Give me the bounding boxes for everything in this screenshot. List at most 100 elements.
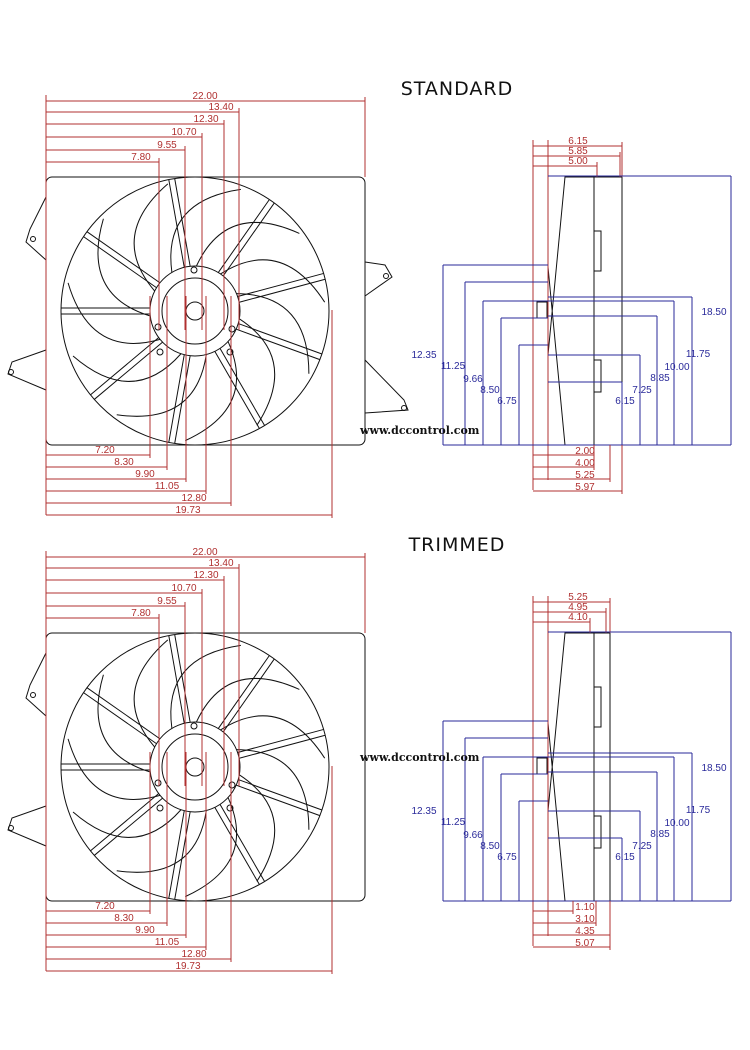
fan-blade (170, 644, 241, 729)
support-strut (236, 779, 323, 817)
motor-shaft (185, 301, 205, 321)
left-upper-tab-hole (30, 236, 36, 242)
side-height-dim-label: 11.75 (686, 349, 711, 360)
side-height-dim-label: 10.00 (664, 818, 689, 829)
motor-ring (149, 265, 241, 357)
fan-blade (185, 797, 237, 898)
fan-ring (60, 176, 330, 446)
side-height-dim-label: 7.25 (632, 841, 652, 852)
support-strut (168, 178, 191, 268)
side-height-dim-label: 8.50 (480, 385, 500, 396)
side-height-dim-label: 12.35 (411, 806, 436, 817)
front-bottom-dim-label: 8.30 (114, 457, 134, 468)
side-height-dim-label: 18.50 (701, 307, 726, 318)
side-height-dim-label: 12.35 (411, 350, 436, 361)
side-bottom-dim-label: 5.07 (575, 938, 595, 949)
side-height-dim-label: 8.85 (650, 373, 670, 384)
side-height-dim-label: 11.25 (441, 817, 466, 828)
side-bottom-dim-label: 2.00 (575, 446, 595, 457)
side-top-dim-label: 4.95 (568, 602, 588, 613)
support-strut (90, 793, 163, 856)
fan-blade (72, 353, 182, 382)
motor-bolt (226, 804, 234, 812)
side-profile-shroud (547, 632, 611, 902)
fan-blade (116, 810, 207, 873)
motor-hub (161, 733, 229, 801)
fan-blade (236, 293, 310, 374)
motor-ring (149, 721, 241, 813)
side-height-dim-label: 18.50 (701, 763, 726, 774)
front-top-dim-label: 7.80 (131, 608, 151, 619)
fan-blade (185, 341, 237, 442)
fan-blade (170, 188, 241, 273)
side-bottom-dim-label: 3.10 (575, 914, 595, 925)
left-lower-tab-hole (8, 369, 14, 375)
front-bottom-dim-label: 12.80 (181, 493, 206, 504)
front-top-dim-label: 12.30 (193, 570, 218, 581)
side-profile-shroud (547, 176, 623, 446)
fan-blade (67, 738, 161, 800)
support-strut (236, 323, 323, 361)
front-bottom-dim-label: 8.30 (114, 913, 134, 924)
side-height-dim-label: 10.00 (664, 362, 689, 373)
fan-blade (97, 218, 151, 317)
fan-blade (239, 318, 276, 426)
side-tab-lower (593, 359, 602, 393)
side-height-dim-label: 8.50 (480, 841, 500, 852)
support-strut (61, 307, 150, 315)
support-strut (237, 728, 326, 759)
fan-blade (195, 221, 300, 267)
motor-bolt (190, 722, 198, 730)
motor-bolt (156, 348, 164, 356)
front-top-dim-label: 9.55 (157, 596, 177, 607)
watermark: www.dccontrol.com (359, 424, 480, 437)
fan-blade (72, 809, 182, 838)
right-upper-tab-hole (383, 273, 389, 279)
side-top-dim-label: 5.85 (568, 146, 588, 157)
side-top-dim-label: 5.25 (568, 592, 588, 603)
side-height-dim-label: 6.15 (615, 396, 635, 407)
left-lower-tab (7, 349, 47, 391)
support-strut (90, 337, 163, 400)
front-top-dim-label: 9.55 (157, 140, 177, 151)
support-strut (217, 199, 275, 277)
fan-blade (67, 282, 161, 344)
front-bottom-dim-label: 11.05 (155, 937, 180, 948)
side-motor-shaft (536, 757, 548, 775)
left-upper-tab (25, 652, 47, 717)
front-top-dim-label: 13.40 (208, 558, 233, 569)
motor-bolt (190, 266, 198, 274)
side-height-dim-label: 7.25 (632, 385, 652, 396)
fan-blade (97, 674, 151, 773)
fan-blade (133, 639, 169, 748)
fan-blade (220, 259, 326, 303)
side-motor-shaft (536, 301, 548, 319)
side-height-dim-label: 6.15 (615, 852, 635, 863)
side-bottom-dim-label: 5.97 (575, 482, 595, 493)
side-bottom-dim-label: 1.10 (575, 902, 595, 913)
left-upper-tab (25, 196, 47, 261)
section-title: TRIMMED (408, 534, 506, 556)
front-bottom-dim-label: 11.05 (155, 481, 180, 492)
side-top-dim-label: 5.00 (568, 156, 588, 167)
fan-blade (239, 774, 276, 882)
motor-bolt (226, 348, 234, 356)
support-strut (83, 231, 161, 289)
front-bottom-dim-label: 7.20 (95, 445, 115, 456)
front-bottom-dim-label: 19.73 (175, 505, 200, 516)
support-strut (168, 634, 191, 724)
side-bottom-dim-label: 4.00 (575, 458, 595, 469)
motor-bolt (154, 779, 162, 787)
front-top-dim-label: 10.70 (171, 583, 196, 594)
front-bottom-dim-label: 7.20 (95, 901, 115, 912)
trimmed-section: TRIMMED22.0013.4012.3010.709.557.807.208… (7, 534, 732, 974)
front-top-dim-label: 7.80 (131, 152, 151, 163)
fan-blade (220, 715, 326, 759)
watermark: www.dccontrol.com (359, 751, 480, 764)
left-upper-tab-hole (30, 692, 36, 698)
fan-blade (195, 677, 300, 723)
support-strut (61, 763, 150, 771)
right-upper-tab (364, 261, 393, 297)
right-lower-tab-hole (401, 405, 407, 411)
side-height-dim-label: 11.75 (686, 805, 711, 816)
